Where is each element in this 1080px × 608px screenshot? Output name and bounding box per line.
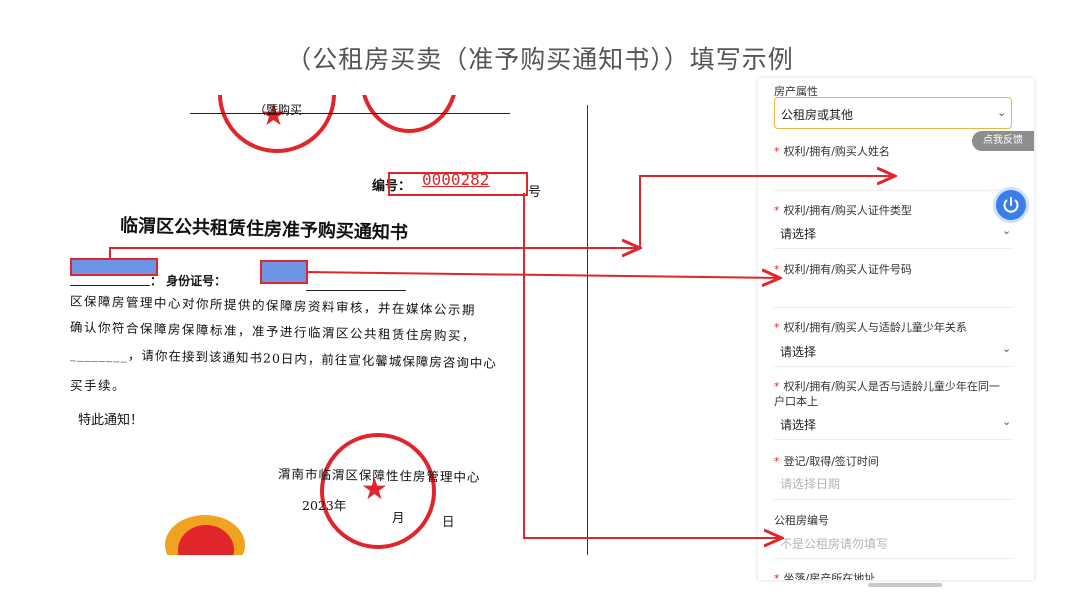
relation-select[interactable]: 请选择: [780, 345, 817, 359]
id-label: ： 身份证号：: [150, 274, 227, 288]
divider: [774, 190, 1014, 191]
register-date-picker[interactable]: 请选择日期: [780, 477, 841, 491]
id-underline: [306, 290, 406, 291]
chevron-down-icon: ⌄: [1002, 342, 1012, 355]
relation-label: *权利/拥有/购买人与适龄儿童少年关系: [774, 321, 967, 334]
stamp-star-icon: ★: [361, 472, 388, 507]
document-heading: 临渭区公共租赁住房准予购买通知书: [119, 215, 409, 244]
phone-form-screen: 房产属性 公租房或其他 ⌄ *权利/拥有/购买人姓名 *权利/拥有/购买人证件类…: [758, 78, 1034, 580]
number-suffix: 号: [528, 185, 542, 200]
power-button[interactable]: [996, 190, 1026, 220]
buyer-name-input[interactable]: [780, 170, 1010, 188]
closing-text: 特此通知！: [78, 413, 144, 428]
chevron-down-icon: ⌄: [1002, 224, 1012, 237]
public-rent-number-input[interactable]: 不是公租房请勿填写: [780, 537, 889, 551]
buyer-name-label: *权利/拥有/购买人姓名: [774, 145, 890, 158]
stamp-star-icon: ★: [260, 98, 287, 133]
number-label: 编号：: [372, 179, 412, 194]
body-line-4: 买手续。: [70, 378, 127, 393]
notice-document: ★ （暨购买 编号： 0000282 号 临渭区公共租赁住房准予购买通知书 ： …: [70, 95, 610, 555]
fold-line: [587, 105, 588, 555]
date-year: 2023年: [302, 498, 347, 513]
divider: [774, 499, 1014, 500]
top-fragment-text: （暨购买: [254, 103, 303, 117]
name-mask: [70, 258, 158, 276]
divider: [774, 439, 1014, 440]
property-attr-select[interactable]: 公租房或其他 ⌄: [774, 97, 1012, 129]
feedback-button[interactable]: 点我反馈: [972, 131, 1034, 151]
slide-title: （公租房买卖（准予购买通知书））填写示例: [286, 45, 794, 74]
top-rule: [190, 113, 510, 114]
date-month: 月: [392, 510, 405, 525]
property-attr-label: 房产属性: [774, 85, 818, 98]
body-line-2: 确认你符合保障房保障标准，准予进行临渭区公共租赁住房购买，: [70, 319, 477, 344]
id-number-label: *权利/拥有/购买人证件号码: [774, 263, 912, 276]
divider: [774, 558, 1014, 559]
id-number-input[interactable]: [780, 286, 1010, 304]
date-day: 日: [442, 514, 455, 529]
top-center-stamp: [360, 95, 458, 133]
issuer-text: 渭南市临渭区保障性住房管理中心: [277, 466, 481, 485]
number-box: [388, 172, 528, 196]
name-underline: [70, 285, 150, 286]
number-value: 0000282: [422, 170, 490, 189]
register-date-label: *登记/取得/签订时间: [774, 455, 879, 468]
chevron-down-icon: ⌄: [997, 106, 1007, 119]
address-label: *坐落/房产所在地址: [774, 572, 876, 580]
divider: [774, 366, 1014, 367]
power-icon: [1003, 197, 1019, 213]
id-type-label: *权利/拥有/购买人证件类型: [774, 204, 912, 217]
same-household-label: *权利/拥有/购买人是否与适龄儿童少年在同一户口本上: [774, 380, 1000, 408]
divider: [774, 248, 1014, 249]
home-indicator: [868, 583, 942, 587]
id-mask: [260, 260, 308, 284]
public-rent-number-label: 公租房编号: [774, 514, 829, 527]
body-line-3: ________，请你在接到该通知书20日内，前往宣化馨城保障房咨询中心: [70, 346, 498, 371]
chevron-down-icon: ⌄: [1002, 415, 1012, 428]
id-type-select[interactable]: 请选择: [780, 227, 817, 241]
property-attr-value: 公租房或其他: [781, 108, 854, 122]
divider: [774, 307, 1014, 308]
bottom-stamp: ★: [320, 433, 436, 549]
same-household-select[interactable]: 请选择: [780, 418, 817, 432]
body-line-1: 区保障房管理中心对你所提供的保障房资料审核，并在媒体公示期: [70, 293, 477, 318]
